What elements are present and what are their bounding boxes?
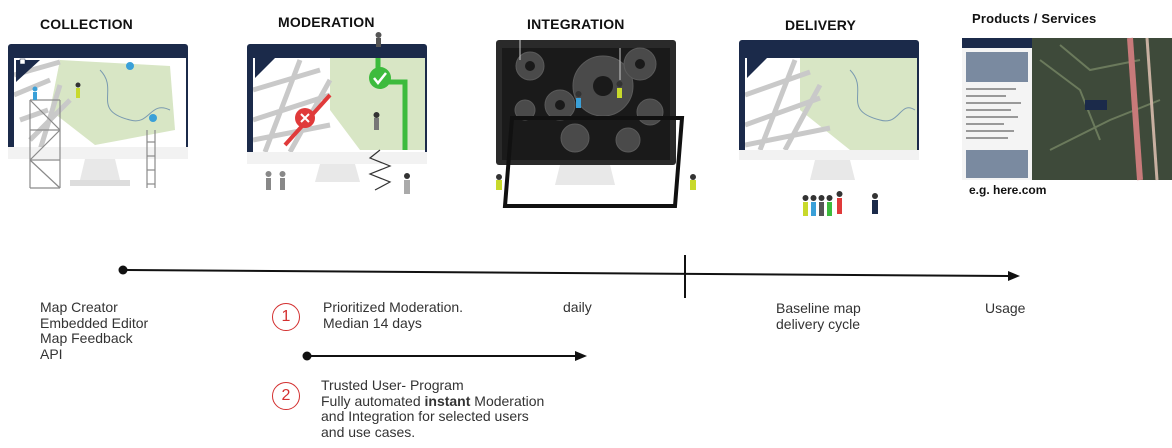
collection-sources: Map Creator Embedded Editor Map Feedback… <box>40 299 149 362</box>
stage-title-integration: INTEGRATION <box>527 16 625 32</box>
stage-title-collection: COLLECTION <box>40 16 133 32</box>
daily-label: daily <box>563 299 592 315</box>
step-2-circle: 2 <box>272 382 300 410</box>
stage-title-products: Products / Services <box>972 11 1097 26</box>
step-2-text: Trusted User- Program Fully automated in… <box>321 377 545 440</box>
delivery-cycle-text: Baseline map delivery cycle <box>776 300 861 332</box>
delivery-line-1: Baseline map <box>776 300 861 316</box>
source-map-creator: Map Creator <box>40 299 118 315</box>
step-2-line-1: Fully automated instant Moderation <box>321 392 545 409</box>
stage-title-delivery: DELIVERY <box>785 17 857 33</box>
here-com-screenshot <box>962 37 1172 181</box>
integration-monitor-illustration <box>496 40 696 208</box>
source-map-feedback: Map Feedback <box>40 330 133 346</box>
delivery-monitor-illustration <box>739 40 919 216</box>
trusted-user-arrow <box>302 351 587 361</box>
delivery-line-2: delivery cycle <box>776 315 861 332</box>
step-1-line-1: Prioritized Moderation. <box>323 299 464 315</box>
step-2-line-2: and Integration for selected users <box>321 408 529 424</box>
stage-title-moderation: MODERATION <box>278 14 375 30</box>
step-1-text: Prioritized Moderation. Median 14 days <box>323 299 464 331</box>
instant-emphasis: instant <box>424 392 471 409</box>
example-caption: e.g. here.com <box>969 183 1047 197</box>
step-1-line-2: Median 14 days <box>323 314 422 331</box>
collection-monitor-illustration <box>8 44 188 189</box>
step-2-line-3: and use cases. <box>321 423 416 440</box>
usage-label: Usage <box>985 300 1026 316</box>
step-1-circle: 1 <box>272 303 300 331</box>
moderation-monitor-illustration <box>247 32 427 194</box>
source-embedded-editor: Embedded Editor <box>40 314 149 331</box>
step-2-title: Trusted User- Program <box>321 377 464 393</box>
source-api: API <box>40 345 63 362</box>
main-timeline-arrow <box>118 265 1020 281</box>
